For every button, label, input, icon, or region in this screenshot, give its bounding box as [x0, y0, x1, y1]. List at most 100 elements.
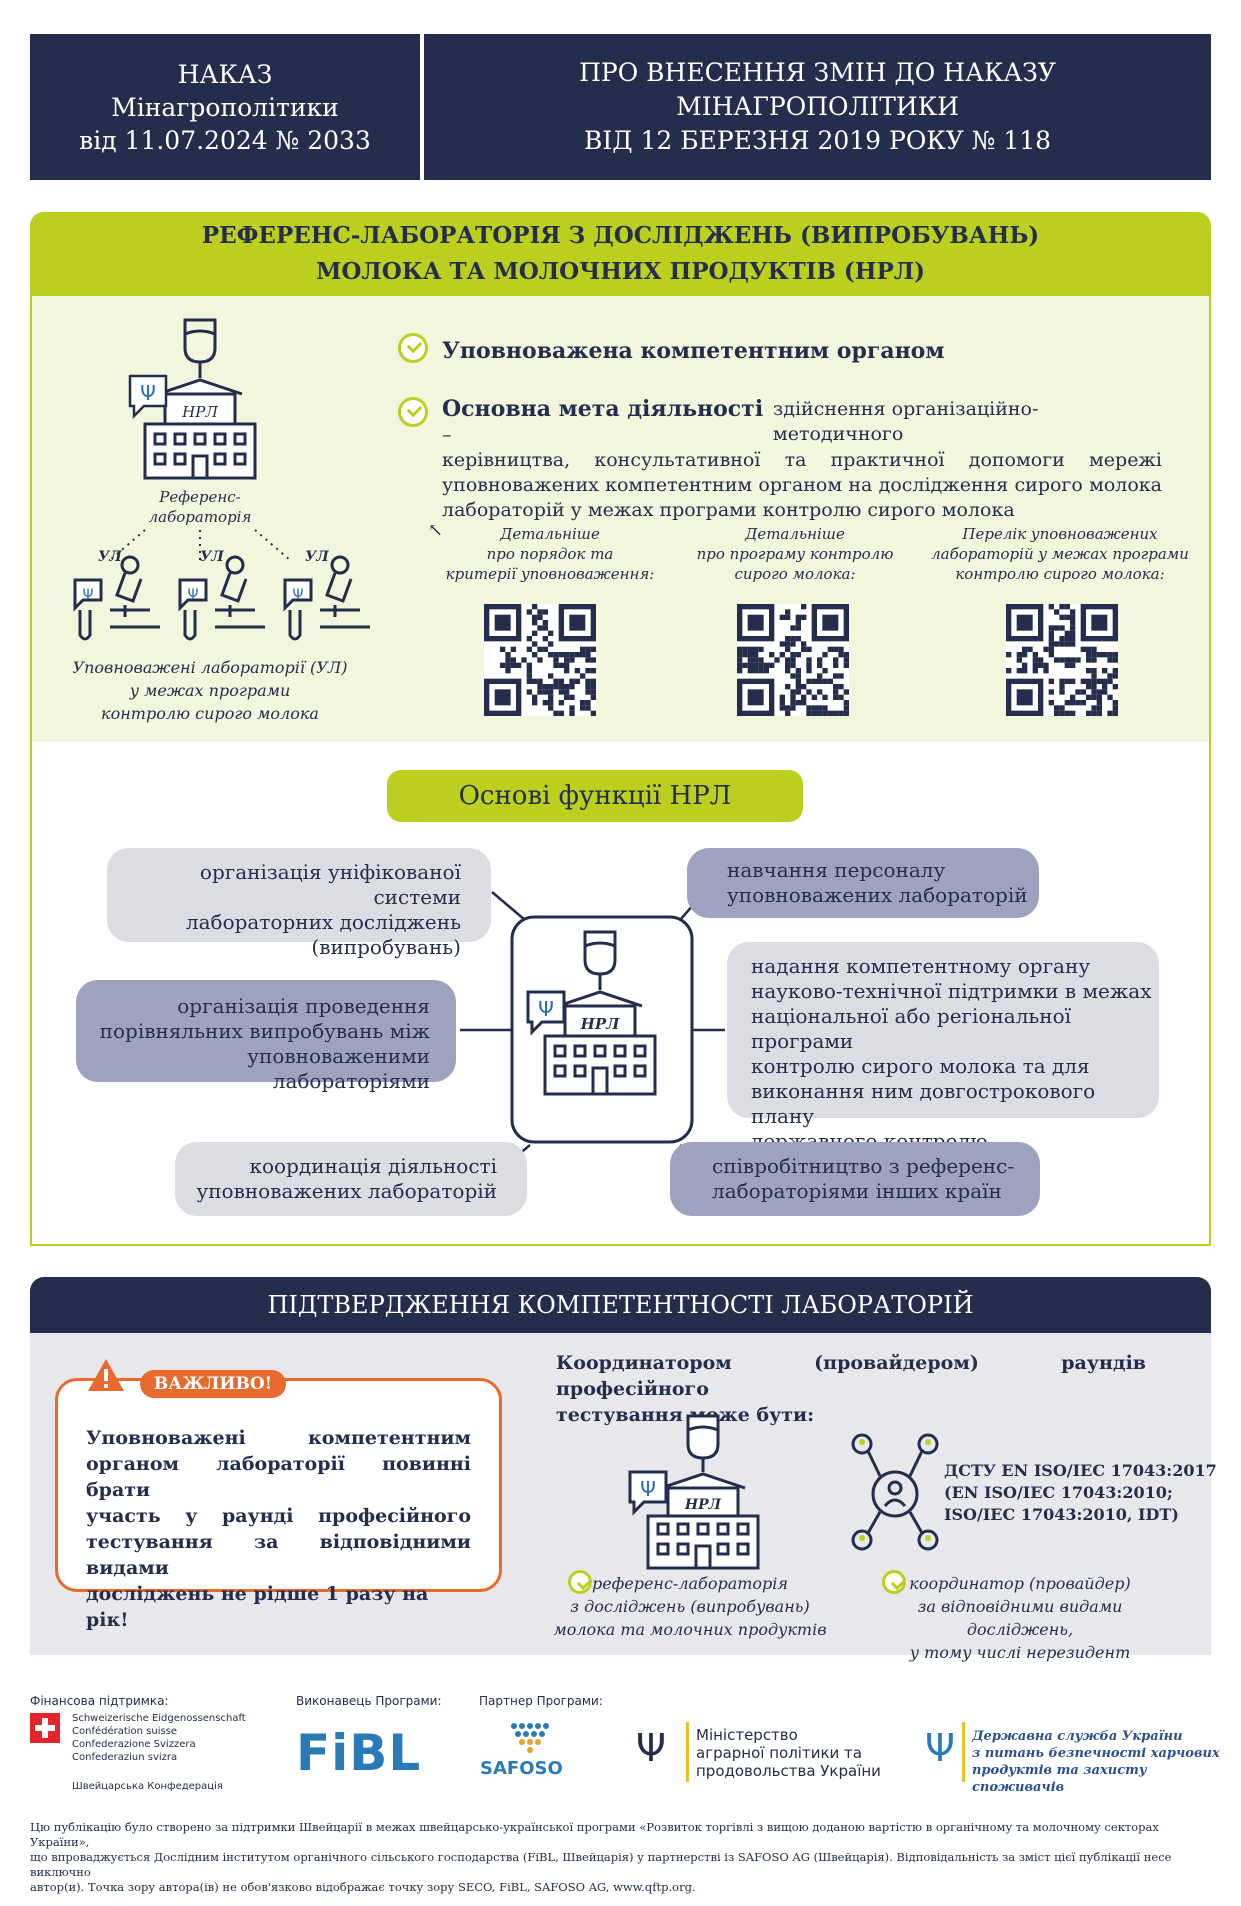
order-subject: ПРО ВНЕСЕННЯ ЗМІН ДО НАКАЗУ МІНАГРОПОЛІТ…: [424, 34, 1211, 180]
title-line-2: МОЛОКА ТА МОЛОЧНИХ ПРОДУКТІВ (НРЛ): [315, 258, 926, 285]
subject-line-1: ПРО ВНЕСЕННЯ ЗМІН ДО НАКАЗУ: [579, 58, 1056, 87]
check-icon: [568, 1570, 592, 1594]
ministry-line3: продовольства України: [696, 1762, 881, 1780]
disclaimer: Цю публікацію було створено за підтримки…: [30, 1820, 1211, 1895]
check-icon: [398, 397, 428, 427]
main-goal-dash: –: [442, 424, 452, 446]
service-line2: з питань безпечності харчових: [972, 1746, 1220, 1761]
support-label: Фінансова підтримка:: [30, 1694, 169, 1708]
function-scientific-support: надання компетентному органу науково-тех…: [727, 942, 1159, 1153]
swiss-confederation: Schweizerische Eidgenossenschaft Confédé…: [72, 1712, 246, 1764]
opt2-line3: у тому числі нерезидент: [909, 1643, 1131, 1662]
important-line2: органом лабораторії повинні брати: [86, 1453, 471, 1501]
order-title: НАКАЗ: [177, 59, 273, 89]
cursor-click-icon: ↖: [428, 520, 444, 541]
important-line1: Уповноважені компетентним: [86, 1427, 471, 1449]
network-gear-icon: [851, 1433, 939, 1551]
f5-line2: уповноважених лабораторій: [196, 1179, 497, 1203]
important-badge: ВАЖЛИВО!: [140, 1370, 286, 1398]
f4-line2: науково-технічної підтримки в межах: [751, 979, 1152, 1003]
f3-line1: організація проведення: [177, 994, 430, 1018]
function-coordination: координація діяльності уповноважених лаб…: [175, 1142, 527, 1216]
swiss-line3: Confederazione Svizzera: [72, 1739, 196, 1750]
qr-code-program[interactable]: [737, 604, 849, 716]
milk-flask-icon: [183, 318, 217, 378]
trident-icon: Ψ: [636, 1726, 666, 1770]
point-main-goal: Основна мета діяльності – здійснення орг…: [442, 397, 1162, 523]
warning-icon: [88, 1359, 124, 1391]
opt2-line2: за відповідними видами досліджень,: [917, 1597, 1123, 1639]
f4-line5: виконання ним довгострокового плану: [751, 1079, 1096, 1128]
qr1-line3: критерії уповноваження:: [445, 565, 655, 583]
f3-line3: уповноваженими лабораторіями: [247, 1044, 430, 1093]
svg-text:Ψ: Ψ: [82, 587, 93, 603]
caption-line-3: контролю сирого молока: [101, 704, 319, 723]
coordinator-line2: тестування може бути:: [556, 1404, 815, 1426]
f4-line4: контролю сирого молока та для: [751, 1054, 1090, 1078]
service-line3: продуктів та захисту споживачів: [972, 1763, 1147, 1795]
swiss-line2: Confédération suisse: [72, 1726, 178, 1737]
ref-lab-label-2: лабораторія: [149, 508, 252, 526]
qr3-line3: контролю сирого молока:: [955, 565, 1165, 583]
lab-building-icon: [143, 378, 257, 480]
qr-caption-2: Детальніше про програму контролю сирого …: [680, 524, 910, 584]
ref-lab-building-icon: Ψ НРЛ: [628, 1414, 760, 1570]
competence-section-title: ПІДТВЕРДЖЕННЯ КОМПЕТЕНТНОСТІ ЛАБОРАТОРІЙ: [30, 1277, 1211, 1333]
service-trident-icon: Ψ: [925, 1726, 955, 1770]
function-comparative-tests: організація проведення порівняльних випр…: [76, 980, 456, 1093]
svg-text:Ψ: Ψ: [140, 381, 156, 405]
qr1-line1: Детальніше: [500, 525, 600, 543]
svg-text:Ψ: Ψ: [187, 587, 198, 603]
important-text: Уповноважені компетентним органом лабора…: [86, 1425, 471, 1633]
check-icon: [398, 333, 428, 363]
functions-title: Основі функції НРЛ: [387, 770, 803, 822]
f6-line1: співробітництво з референс-: [712, 1154, 1015, 1178]
f2-line2: уповноважених лабораторій: [727, 883, 1028, 907]
center-nrl-label: НРЛ: [580, 1015, 620, 1033]
ul-label-3: УЛ: [305, 549, 329, 565]
fibl-logo: FiBL: [296, 1724, 422, 1782]
svg-text:Ψ: Ψ: [538, 997, 554, 1021]
f3-line2: порівняльних випробувань між: [99, 1019, 430, 1043]
ministry-line1: Міністерство: [696, 1726, 798, 1744]
qr-caption-1: Детальніше про порядок та критерії уповн…: [430, 524, 670, 584]
f1-line2: лабораторних досліджень: [185, 910, 461, 934]
ministry-divider: [686, 1722, 689, 1782]
swiss-line1: Schweizerische Eidgenossenschaft: [72, 1713, 246, 1724]
function-unified-system: організація уніфікованої системи лаборат…: [107, 848, 491, 959]
qr-code-lab-list[interactable]: [1006, 604, 1118, 716]
check-icon: [882, 1570, 906, 1594]
main-goal-line-2: керівництва, консультативної та практичн…: [442, 449, 1162, 471]
opt1-line3: молока та молочних продуктів: [553, 1620, 827, 1639]
title-line-1: РЕФЕРЕНС-ЛАБОРАТОРІЯ З ДОСЛІДЖЕНЬ (ВИПРО…: [201, 222, 1040, 249]
swiss-flag-icon: [30, 1713, 60, 1743]
ul-label-2: УЛ: [200, 549, 224, 565]
service-divider: [962, 1722, 965, 1782]
nrl-center-icon: [526, 930, 657, 1096]
qr-code-authorization[interactable]: [484, 604, 596, 716]
authorized-labs-caption: Уповноважені лабораторії (УЛ) у межах пр…: [60, 656, 360, 725]
ul-label-1: УЛ: [98, 549, 122, 565]
ref-lab-label-1: Референс-: [158, 488, 240, 506]
functions-connectors: Ψ НРЛ: [460, 879, 725, 1172]
executor-label: Виконавець Програми:: [296, 1694, 442, 1708]
main-goal-line-1: здійснення організаційно-методичного: [772, 398, 1039, 445]
ministry-line2: аграрної політики та: [696, 1744, 862, 1762]
opt2-line1: координатор (провайдер): [909, 1574, 1131, 1593]
disclaimer-line3: автор(и). Точка зору автора(ів) не обов'…: [30, 1880, 696, 1894]
order-ministry: Мінагрополітики: [111, 92, 339, 122]
coordinator-heading: Координатором (провайдером) раундів проф…: [556, 1350, 1146, 1428]
important-box: [55, 1378, 502, 1592]
f4-line1: надання компетентному органу: [751, 954, 1091, 978]
point-authorized: Уповноважена компетентним органом: [442, 338, 945, 364]
order-date: від 11.07.2024 № 2033: [79, 125, 371, 155]
dstu-line3: ISO/IEC 17043:2010, IDT): [944, 1505, 1179, 1524]
safoso-dots-icon: [511, 1723, 549, 1753]
trident-bubble-icon: Ψ: [128, 374, 168, 420]
microscope-icon: Ψ Ψ Ψ: [73, 555, 370, 641]
dstu-line1: ДСТУ EN ISO/IEC 17043:2017: [944, 1461, 1217, 1480]
authorized-labs-icons: Ψ Ψ Ψ: [73, 555, 370, 641]
partner-label: Партнер Програми:: [479, 1694, 603, 1708]
main-goal-line-4: лабораторій у межах програми контролю си…: [442, 499, 1015, 521]
coordinator-line1: Координатором (провайдером) раундів проф…: [556, 1352, 1146, 1400]
